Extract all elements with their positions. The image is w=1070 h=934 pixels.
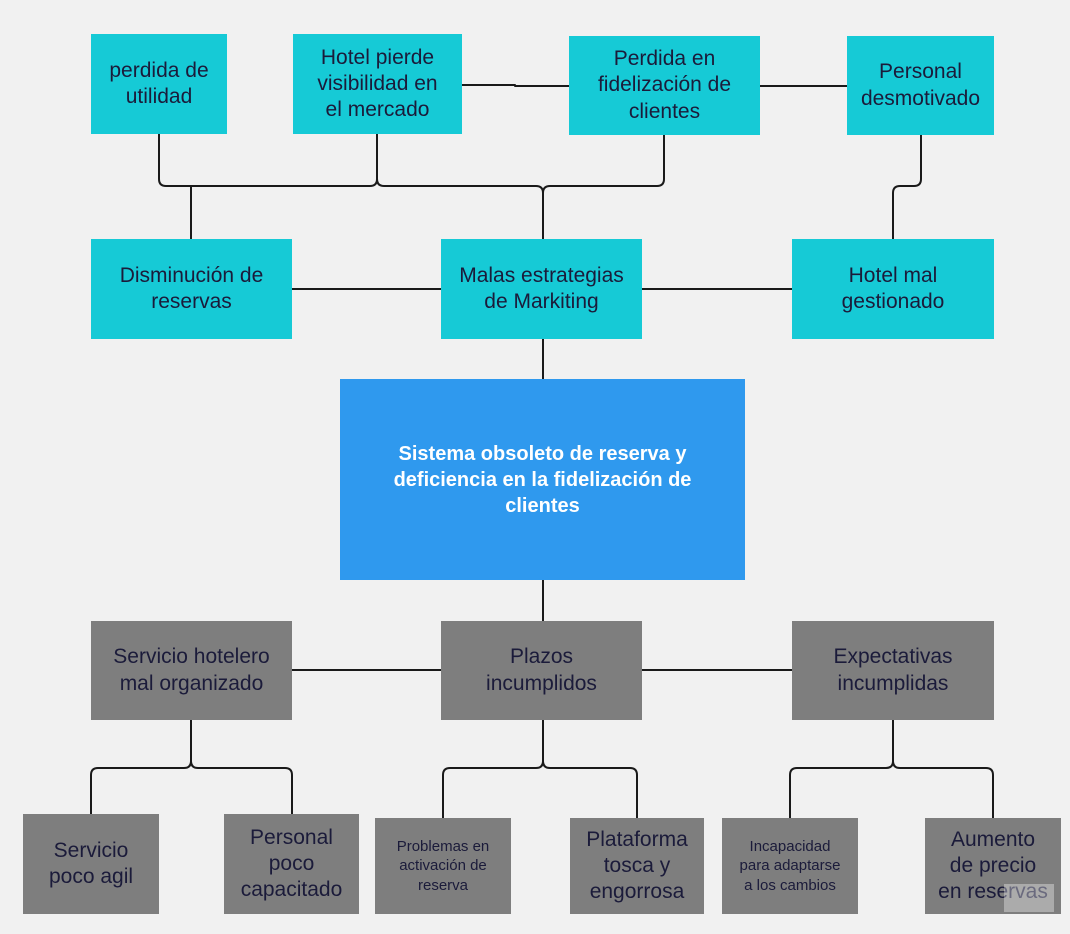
cause-servicio-mal-organizado: Servicio hotelero mal organizado [91, 621, 292, 720]
cause-personal-poco-capacitado-label: Personal poco capacitado [240, 825, 343, 902]
cause-personal-poco-capacitado: Personal poco capacitado [224, 814, 359, 914]
effect-fidelizacion-label: Perdida en fidelización de clientes [597, 47, 732, 123]
effect-hotel-mal-gestionado-label: Hotel mal gestionado [841, 263, 945, 313]
effect-disminucion-reservas-label: Disminución de reservas [119, 263, 264, 313]
effect-perdida-utilidad: perdida de utilidad [91, 34, 227, 134]
effect-malas-estrategias: Malas estrategias de Markiting [441, 239, 642, 339]
connector-visibilidad-to-bus [191, 134, 378, 187]
effect-fidelizacion: Perdida en fidelización de clientes [569, 36, 760, 135]
cause-plataforma-tosca: Plataforma tosca y engorrosa [570, 818, 704, 914]
effect-visibilidad-label: Hotel pierde visibilidad en el mercado [317, 45, 438, 122]
connector-plazos-split-right [542, 760, 638, 818]
cause-plazos-incumplidos-label: Plazos incumplidos [486, 645, 597, 695]
core-problem: Sistema obsoleto de reserva y deficienci… [340, 379, 745, 580]
cause-plataforma-tosca-label: Plataforma tosca y engorrosa [586, 827, 688, 904]
effect-hotel-mal-gestionado: Hotel mal gestionado [792, 239, 994, 339]
connector-plazos-split [442, 720, 544, 818]
cause-problemas-activacion: Problemas en activación de reserva [375, 818, 511, 914]
cause-incapacidad-cambios-label: Incapacidad para adaptarse a los cambios [739, 837, 841, 894]
effect-malas-estrategias-label: Malas estrategias de Markiting [459, 263, 624, 313]
cause-servicio-poco-agil: Servicio poco agil [23, 814, 159, 914]
connector-utilidad-to-bus [158, 134, 191, 187]
connector-visibilidad-to-malas [376, 178, 544, 239]
connector-personal-to-gestionado [892, 135, 922, 239]
watermark-overlay [1004, 884, 1054, 912]
effect-personal-desmotivado-label: Personal desmotivado [860, 60, 981, 110]
cause-servicio-poco-agil-label: Servicio poco agil [48, 838, 134, 888]
connector-servicio-split-right [190, 760, 293, 814]
connector-expectativas-split-right [892, 760, 994, 818]
cause-aumento-precio-label: Aumento de precio en reservas [938, 827, 1048, 904]
cause-aumento-precio: Aumento de precio en reservas [925, 818, 1061, 914]
cause-expectativas-incumplidas-label: Expectativas incumplidas [833, 645, 953, 695]
cause-incapacidad-cambios: Incapacidad para adaptarse a los cambios [722, 818, 858, 914]
cause-problemas-activacion-label: Problemas en activación de reserva [396, 837, 490, 894]
effect-personal-desmotivado: Personal desmotivado [847, 36, 994, 135]
connector-servicio-split [90, 720, 192, 814]
core-problem-label: Sistema obsoleto de reserva y deficienci… [393, 442, 692, 517]
connector-fidelizacion-to-malas [542, 135, 665, 194]
cause-plazos-incumplidos: Plazos incumplidos [441, 621, 642, 720]
cause-expectativas-incumplidas: Expectativas incumplidas [792, 621, 994, 720]
connector-visibilidad-fidelizacion [462, 84, 569, 87]
connector-expectativas-split [789, 720, 894, 818]
effect-disminucion-reservas: Disminución de reservas [91, 239, 292, 339]
effect-perdida-utilidad-label: perdida de utilidad [109, 58, 209, 108]
effect-visibilidad: Hotel pierde visibilidad en el mercado [293, 34, 462, 134]
cause-servicio-mal-organizado-label: Servicio hotelero mal organizado [113, 645, 270, 695]
